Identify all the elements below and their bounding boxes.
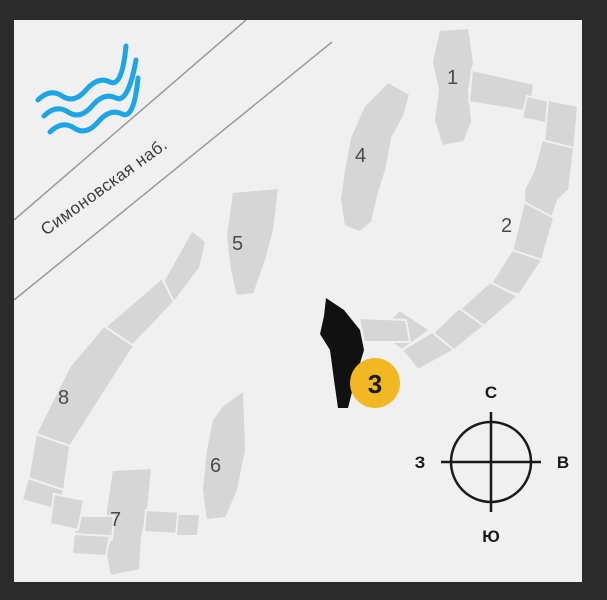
selected-building-label: 3 (368, 369, 382, 399)
building-7[interactable]: 7 (70, 466, 202, 578)
building-2-label: 2 (501, 215, 512, 237)
site-plan-canvas: Симоновская наб. 1 2 4 5 6 (14, 20, 580, 578)
street-name-label: Симоновская наб. (37, 135, 171, 239)
building-1-label: 1 (447, 67, 458, 89)
building-2[interactable]: 2 (357, 138, 576, 372)
building-8[interactable]: 8 (20, 228, 208, 532)
compass-north-label: С (485, 383, 497, 402)
water-waves-icon (35, 43, 141, 135)
building-1[interactable]: 1 (430, 26, 580, 152)
building-4-label: 4 (355, 145, 366, 167)
selected-building-badge: 3 (350, 358, 400, 408)
building-6-label: 6 (210, 455, 221, 477)
compass-east-label: В (557, 453, 569, 472)
building-8-label: 8 (58, 387, 69, 409)
building-7-label: 7 (110, 509, 121, 531)
compass-icon (441, 412, 541, 512)
building-5-label: 5 (232, 233, 243, 255)
building-4[interactable]: 4 (338, 80, 412, 234)
building-6[interactable]: 6 (200, 388, 248, 522)
building-5[interactable]: 5 (224, 186, 281, 298)
embankment-road (14, 20, 333, 301)
compass-south-label: Ю (482, 527, 500, 546)
compass-west-label: З (415, 453, 426, 472)
site-plan-map: Симоновская наб. 1 2 4 5 6 (14, 20, 582, 582)
